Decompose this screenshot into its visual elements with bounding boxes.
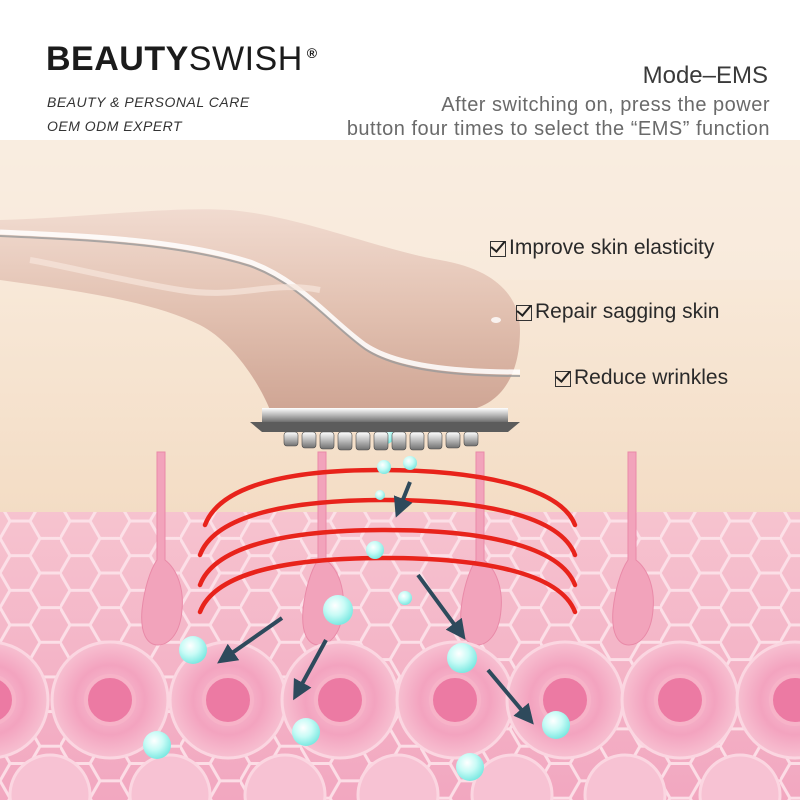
benefit-elasticity: Improve skin elasticity: [490, 236, 714, 260]
tagline-oem: OEM ODM EXPERT: [47, 118, 183, 134]
brand-light: SWISH: [188, 40, 303, 78]
skin-cells: [0, 640, 800, 800]
checkbox-check-icon: [516, 305, 532, 321]
beauty-device: [0, 209, 521, 451]
registered-mark: ®: [306, 44, 318, 61]
skin-illustration: [0, 140, 800, 800]
checkbox-check-icon: [490, 241, 506, 257]
penetration-arrows: [217, 481, 534, 725]
benefit-sagging: Repair sagging skin: [516, 300, 719, 324]
instruction-line-2: button four times to select the “EMS” fu…: [346, 118, 770, 140]
instruction-line-1: After switching on, press the power: [441, 94, 770, 116]
brand-logo: BEAUTYSWISH®: [46, 40, 318, 79]
benefit-label: Improve skin elasticity: [509, 236, 715, 259]
benefit-label: Reduce wrinkles: [574, 366, 729, 389]
checkbox-check-icon: [555, 371, 571, 387]
active-bubbles: [143, 428, 570, 781]
benefit-wrinkles: Reduce wrinkles: [555, 366, 728, 390]
mode-title: Mode–EMS: [642, 62, 768, 89]
brand-bold: BEAUTY: [46, 40, 189, 78]
benefit-label: Repair sagging skin: [535, 300, 720, 323]
tagline-beauty: BEAUTY & PERSONAL CARE: [47, 94, 250, 110]
